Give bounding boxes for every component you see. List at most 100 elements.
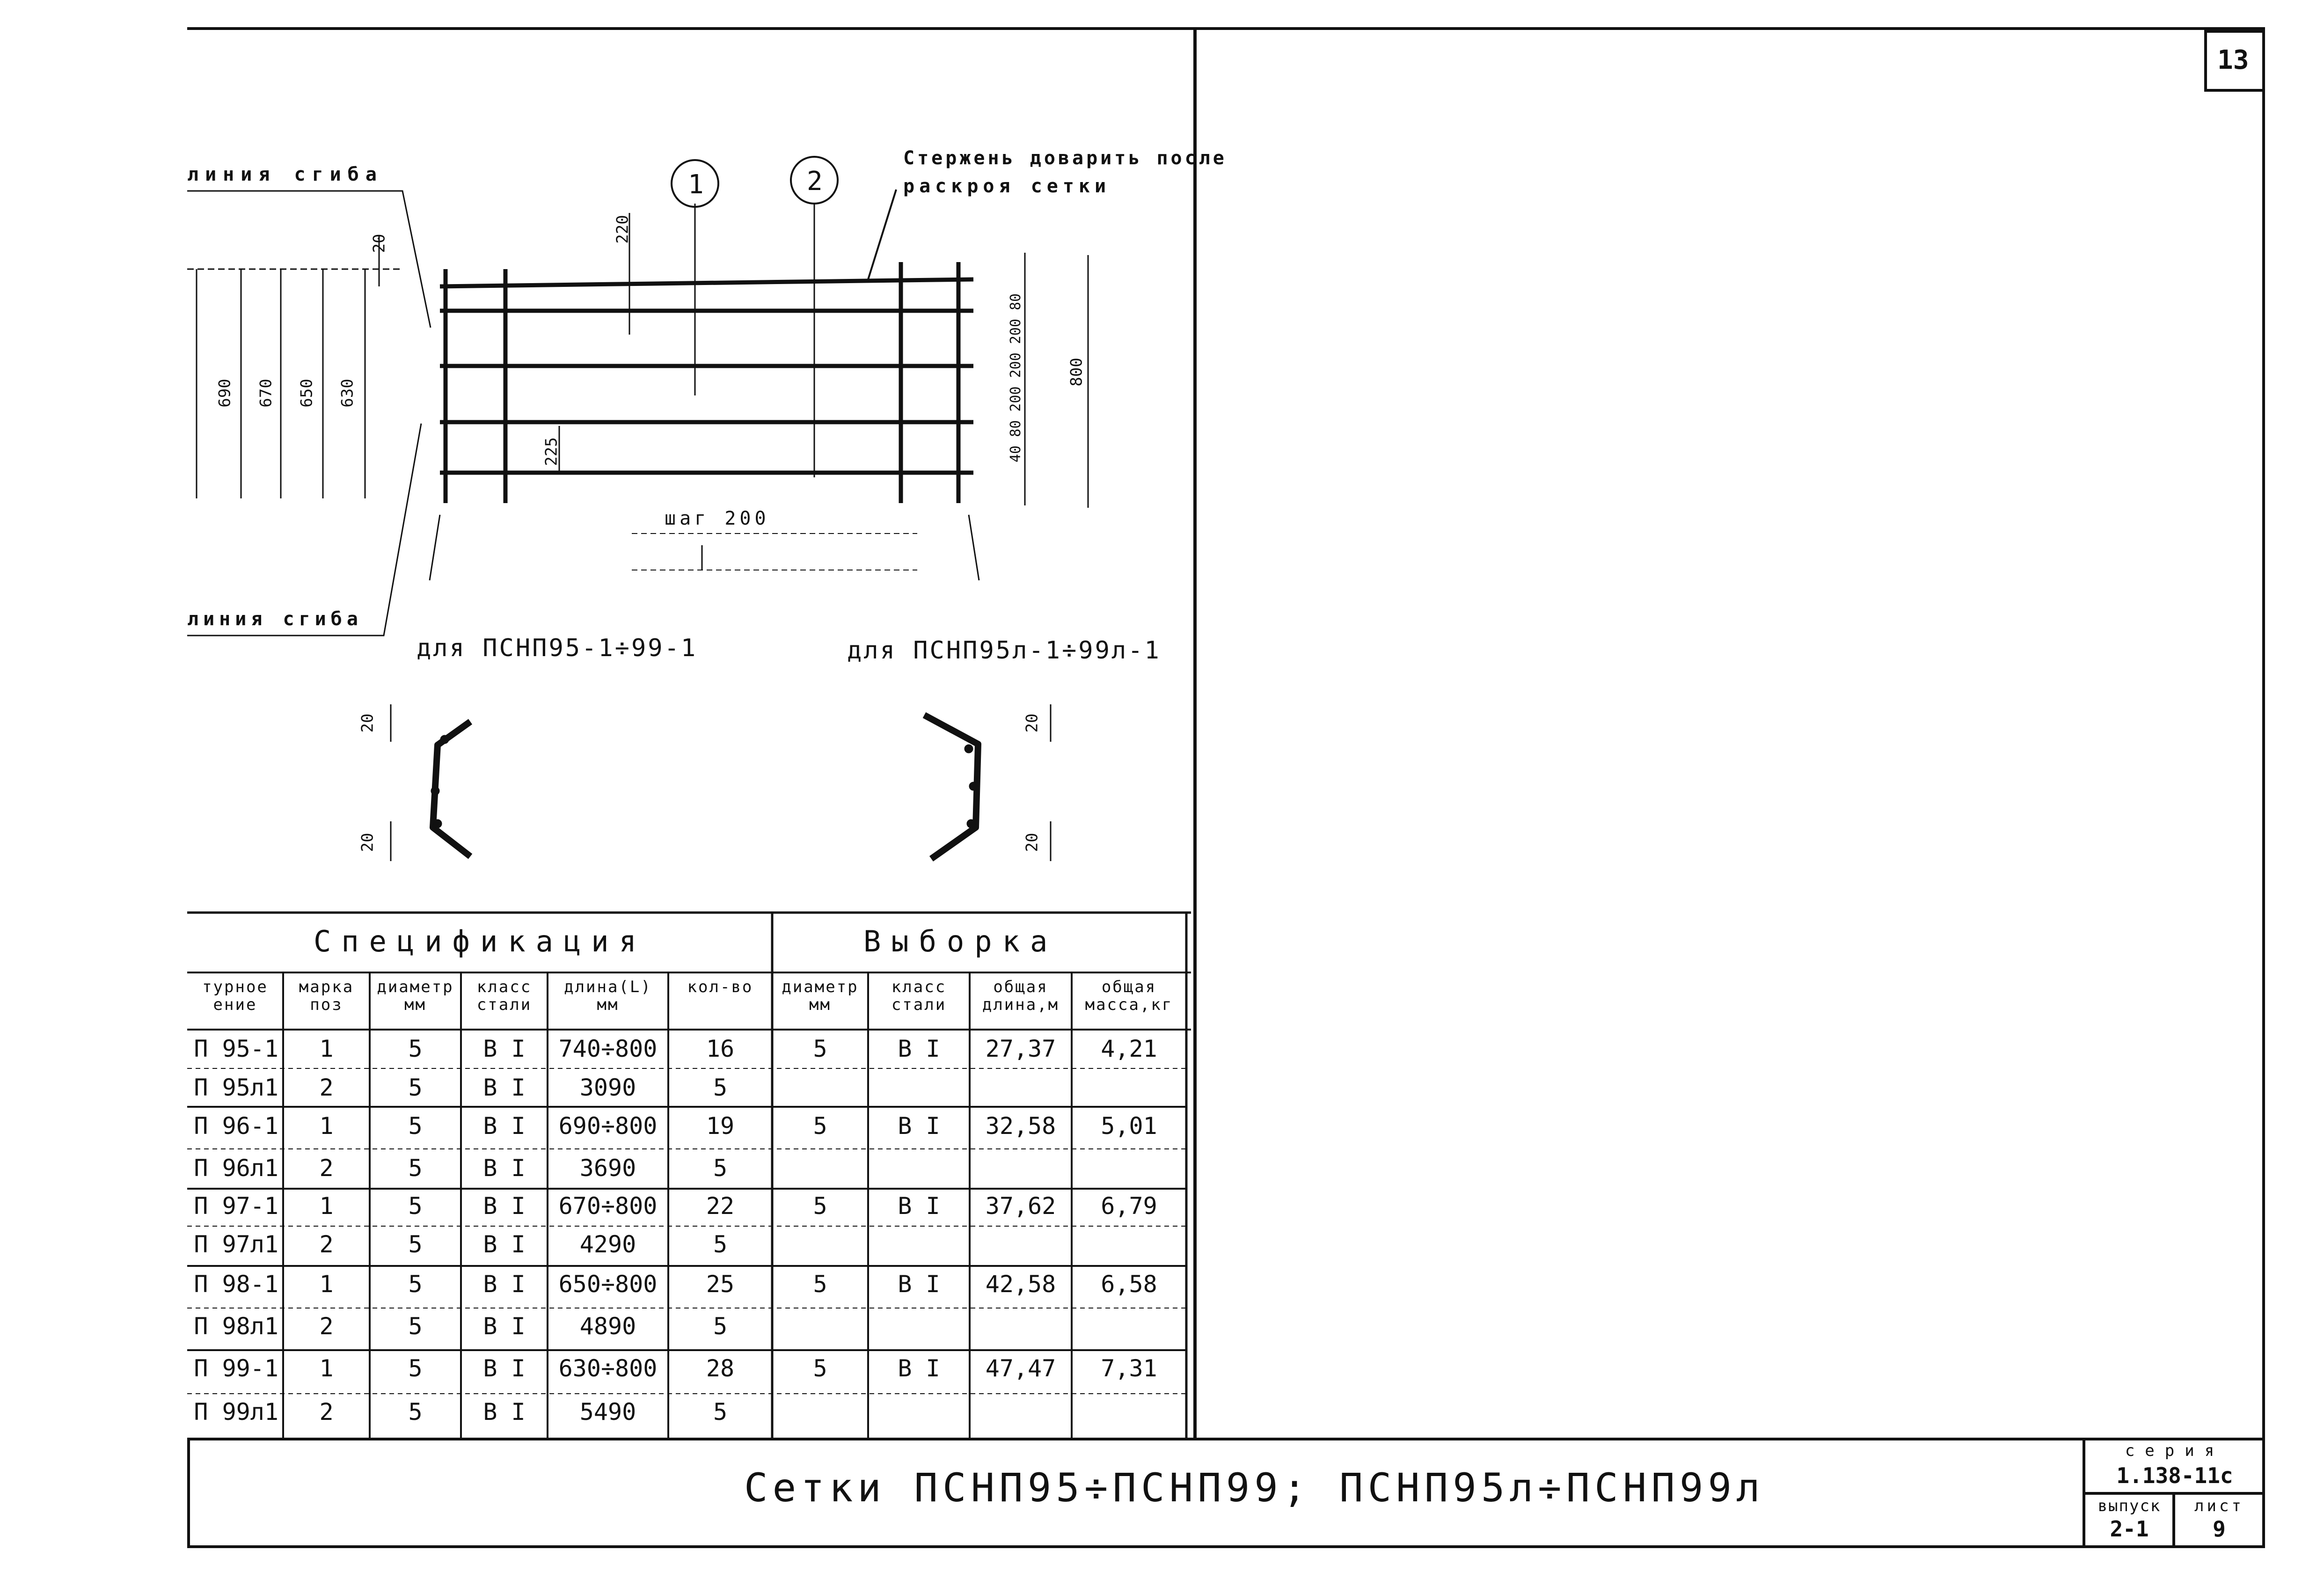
main-title: Сетки ПСНП95÷ПСНП99; ПСНП95л÷ПСНП99л (744, 1465, 1765, 1511)
spec-cell: В I (483, 1035, 526, 1062)
spec-cell: 25 (706, 1271, 735, 1298)
spec-cell: В I (483, 1355, 526, 1382)
series-value: 1.138-11с (2116, 1463, 2233, 1488)
spec-hdr-length: длина(L)мм (564, 978, 652, 1014)
spec-cell: 28 (706, 1355, 735, 1382)
pos1-label: 1 (688, 169, 704, 200)
spec-cell: В I (483, 1192, 526, 1220)
rod-note-line2: раскроя сетки (903, 175, 1111, 197)
spec-cell: П 99л1 (194, 1398, 278, 1425)
vyborka-cell: 47,47 (985, 1355, 1056, 1382)
spec-cell: П 95-1 (194, 1035, 278, 1062)
bend-line-bottom-label: линия сгиба (187, 608, 363, 630)
vyborka-title: Выборка (863, 924, 1058, 958)
note-leader (867, 189, 897, 280)
spec-cell: 5 (408, 1398, 423, 1425)
rod-note-line1: Стержень доварить после (903, 147, 1227, 169)
spec-cell: 1 (319, 1112, 334, 1140)
bend-line-top-label: линия сгиба (187, 164, 383, 185)
spec-cell: В I (483, 1112, 526, 1140)
spec-cell: 5 (713, 1398, 728, 1425)
vyborka-cell: В I (898, 1271, 940, 1298)
spec-cell: П 98-1 (194, 1271, 278, 1298)
sheet-number-box (2204, 30, 2265, 92)
vyborka-cell: 5 (813, 1035, 827, 1062)
vyborka-cell: 6,79 (1101, 1192, 1157, 1220)
label-variant-right: для ПСНП95л-1÷99л-1 (847, 636, 1161, 665)
pos2-label: 2 (807, 166, 823, 197)
profile-left-dot2 (431, 786, 440, 796)
spec-cell: В I (483, 1271, 526, 1298)
spec-cell: 630÷800 (558, 1355, 658, 1382)
spec-cell: 5490 (579, 1398, 636, 1425)
spec-cell: В I (483, 1398, 526, 1425)
label-variant-left: для ПСНП95-1÷99-1 (417, 634, 698, 662)
spec-cell: В I (483, 1313, 526, 1340)
profile-left-dot3 (433, 819, 442, 828)
profile-right-dot2 (969, 782, 978, 791)
vyborka-cell: 27,37 (985, 1035, 1056, 1062)
spec-cell: 5 (408, 1155, 423, 1182)
spec-cell: П 96л1 (194, 1155, 278, 1182)
spec-cell: 4890 (579, 1313, 636, 1340)
vyborka-cell: 5 (813, 1271, 827, 1298)
spec-cell: П 97л1 (194, 1231, 278, 1258)
spec-cell: 5 (408, 1192, 423, 1220)
stamp-vline (2172, 1492, 2175, 1548)
bend-top-leader (187, 190, 431, 328)
profile-left (430, 719, 473, 859)
pos1-circle (671, 159, 719, 208)
issue-value: 2-1 (2110, 1516, 2149, 1542)
spec-cell: 4290 (579, 1231, 636, 1258)
spec-cell: 740÷800 (558, 1035, 658, 1062)
sheet-number: 13 (2217, 45, 2249, 75)
spec-cell: 5 (713, 1231, 728, 1258)
vyborka-cell: В I (898, 1355, 940, 1382)
vyborka-cell: 42,58 (985, 1271, 1056, 1298)
mesh-bar-1 (439, 277, 974, 289)
spec-cell: 1 (319, 1271, 334, 1298)
spec-cell: 5 (408, 1313, 423, 1340)
pos2-circle (790, 156, 839, 205)
spec-title: Спецификация (314, 924, 647, 958)
spec-hdr-qty: кол-во (687, 978, 753, 996)
frame-right-line (2262, 27, 2265, 1545)
frame-top-line (187, 27, 2265, 30)
spec-cell: 3690 (579, 1155, 636, 1182)
sheet-value: 9 (2213, 1516, 2226, 1542)
spec-cell: В I (483, 1231, 526, 1258)
vyborka-cell: 7,31 (1101, 1355, 1157, 1382)
spec-cell: 5 (408, 1271, 423, 1298)
spec-cell: 5 (408, 1112, 423, 1140)
spec-cell: 22 (706, 1192, 735, 1220)
dim-right-tick (968, 514, 980, 581)
spec-cell: 5 (713, 1074, 728, 1101)
spec-cell: 19 (706, 1112, 735, 1140)
spec-cell: 5 (713, 1155, 728, 1182)
frame-divider-vertical (1193, 27, 1197, 1440)
spec-cell: 5 (408, 1355, 423, 1382)
spec-cell: 3090 (579, 1074, 636, 1101)
profile-right-dot1 (964, 744, 973, 753)
vyborka-cell: 4,21 (1101, 1035, 1157, 1062)
spec-cell: 2 (319, 1231, 334, 1258)
vyborka-cell: 5,01 (1101, 1112, 1157, 1140)
spec-cell: 5 (713, 1313, 728, 1340)
profile-left-dot1 (440, 735, 449, 744)
vyborka-cell: 32,58 (985, 1112, 1056, 1140)
spec-cell: П 96-1 (194, 1112, 278, 1140)
spec-cell: 2 (319, 1398, 334, 1425)
spec-cell: 650÷800 (558, 1271, 658, 1298)
step-label: шаг 200 (665, 508, 770, 529)
vyborka-cell: В I (898, 1035, 940, 1062)
bend-bottom-leader (187, 423, 422, 636)
vyborka-cell: 5 (813, 1112, 827, 1140)
sheet-label: лист (2194, 1497, 2244, 1515)
